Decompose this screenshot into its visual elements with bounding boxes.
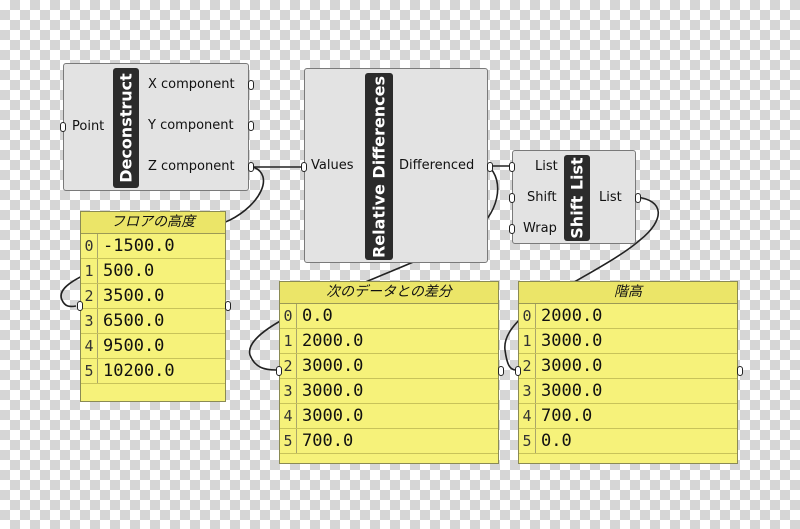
shift-list-title[interactable]: Shift List [564,155,590,241]
panel-output-grip[interactable] [498,366,504,376]
y-component-output-grip[interactable] [248,121,254,131]
panel-title: フロアの高度 [81,212,225,234]
panel-output-grip[interactable] [225,301,231,311]
list-output-grip[interactable] [635,193,641,203]
panel-input-grip[interactable] [77,301,83,311]
panel-input-grip[interactable] [515,366,521,376]
differenced-output-grip[interactable] [487,162,493,172]
x-component-output-label: X component [148,77,235,92]
panel-title: 階高 [519,282,737,304]
z-component-output-label: Z component [148,159,235,174]
shift-list-component[interactable]: List Shift Wrap Shift List List [509,150,641,244]
panel-title: 次のデータとの差分 [280,282,498,304]
point-input-label: Point [72,119,105,134]
shift-input-label: Shift [527,190,557,205]
panel-input-grip[interactable] [276,366,282,376]
list-input-label: List [535,159,558,174]
y-component-output-label: Y component [148,118,234,133]
list-item: 0-1500.0 [81,234,225,259]
list-input-grip[interactable] [509,162,515,172]
z-component-output-grip[interactable] [248,162,254,172]
x-component-output-grip[interactable] [248,80,254,90]
deconstruct-component[interactable]: Point Deconstruct X component Y componen… [60,63,254,191]
point-input-grip[interactable] [60,122,66,132]
deconstruct-title[interactable]: Deconstruct [113,68,139,188]
wrap-input-label: Wrap [523,221,557,236]
values-input-label: Values [311,158,354,173]
panel-output-grip[interactable] [737,366,743,376]
values-input-grip[interactable] [301,162,307,172]
relative-differences-component[interactable]: Values Relative Differences Differenced [301,68,493,263]
relative-differences-title[interactable]: Relative Differences [365,73,393,260]
shift-input-grip[interactable] [509,193,515,203]
wrap-input-grip[interactable] [509,224,515,234]
differenced-output-label: Differenced [399,158,475,173]
list-output-label: List [599,190,622,205]
